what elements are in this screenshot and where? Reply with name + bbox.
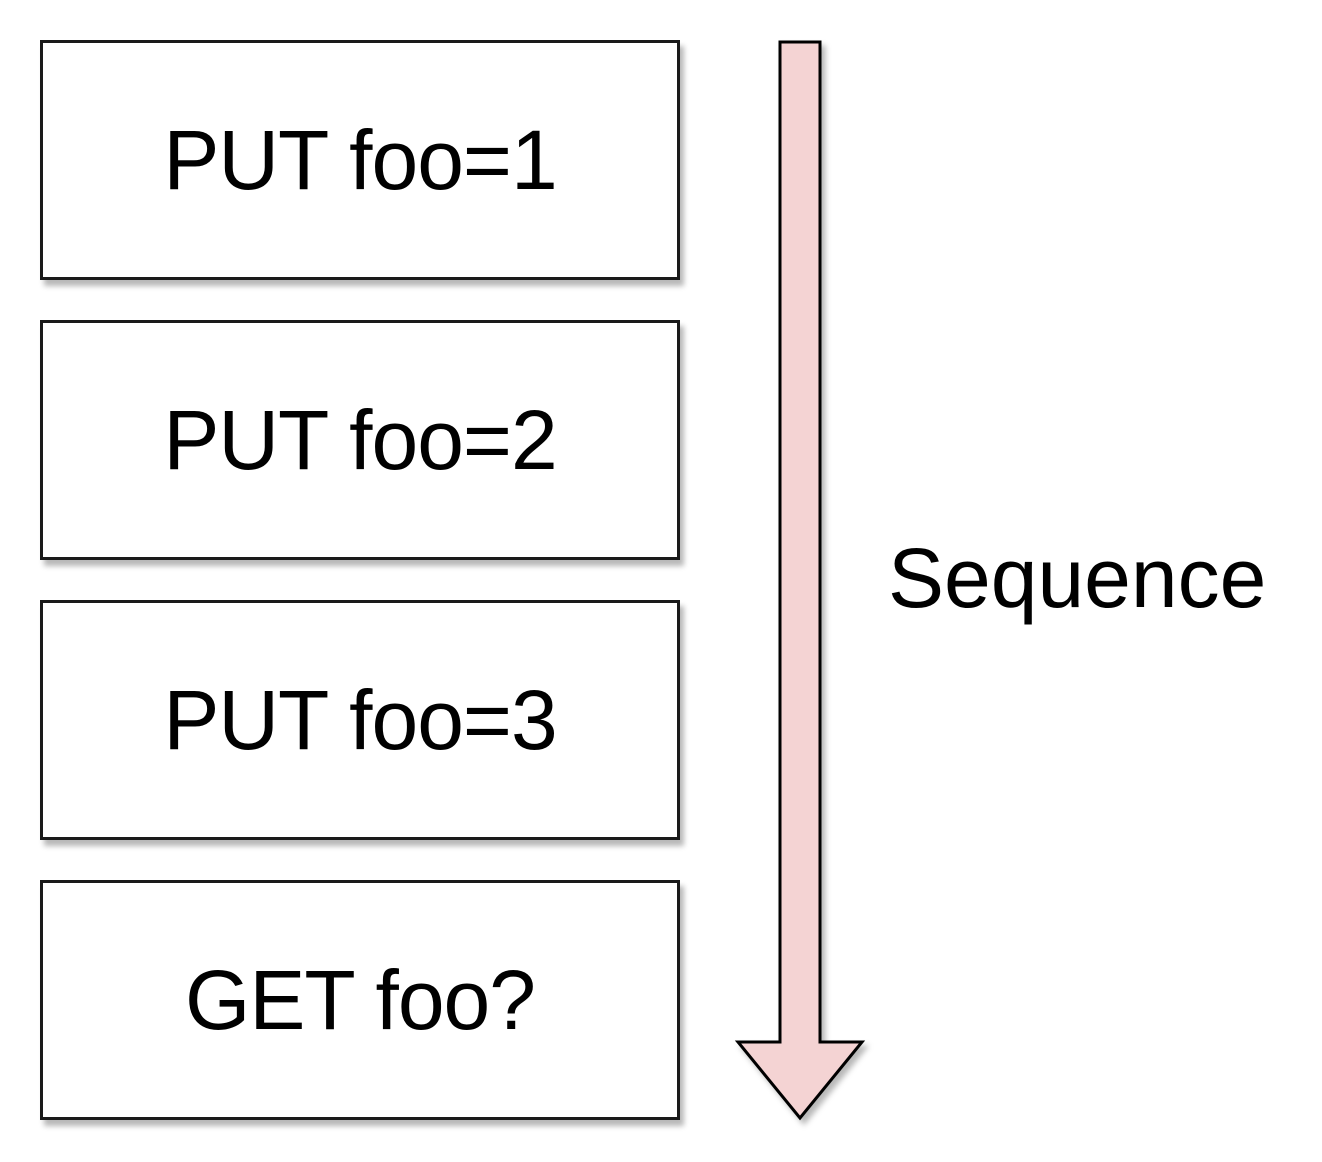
operation-label: PUT foo=1 (163, 112, 557, 207)
operation-label: PUT foo=3 (163, 672, 557, 767)
sequence-label: Sequence (888, 531, 1267, 625)
operation-label: PUT foo=2 (163, 392, 557, 487)
operation-label: GET foo? (185, 952, 536, 1047)
operation-box-put-foo-3: PUT foo=3 (40, 600, 680, 840)
operation-box-put-foo-1: PUT foo=1 (40, 40, 680, 280)
operation-box-get-foo: GET foo? (40, 880, 680, 1120)
sequence-arrow (734, 40, 866, 1121)
operation-box-put-foo-2: PUT foo=2 (40, 320, 680, 560)
sequence-arrow-shape (734, 40, 866, 1121)
